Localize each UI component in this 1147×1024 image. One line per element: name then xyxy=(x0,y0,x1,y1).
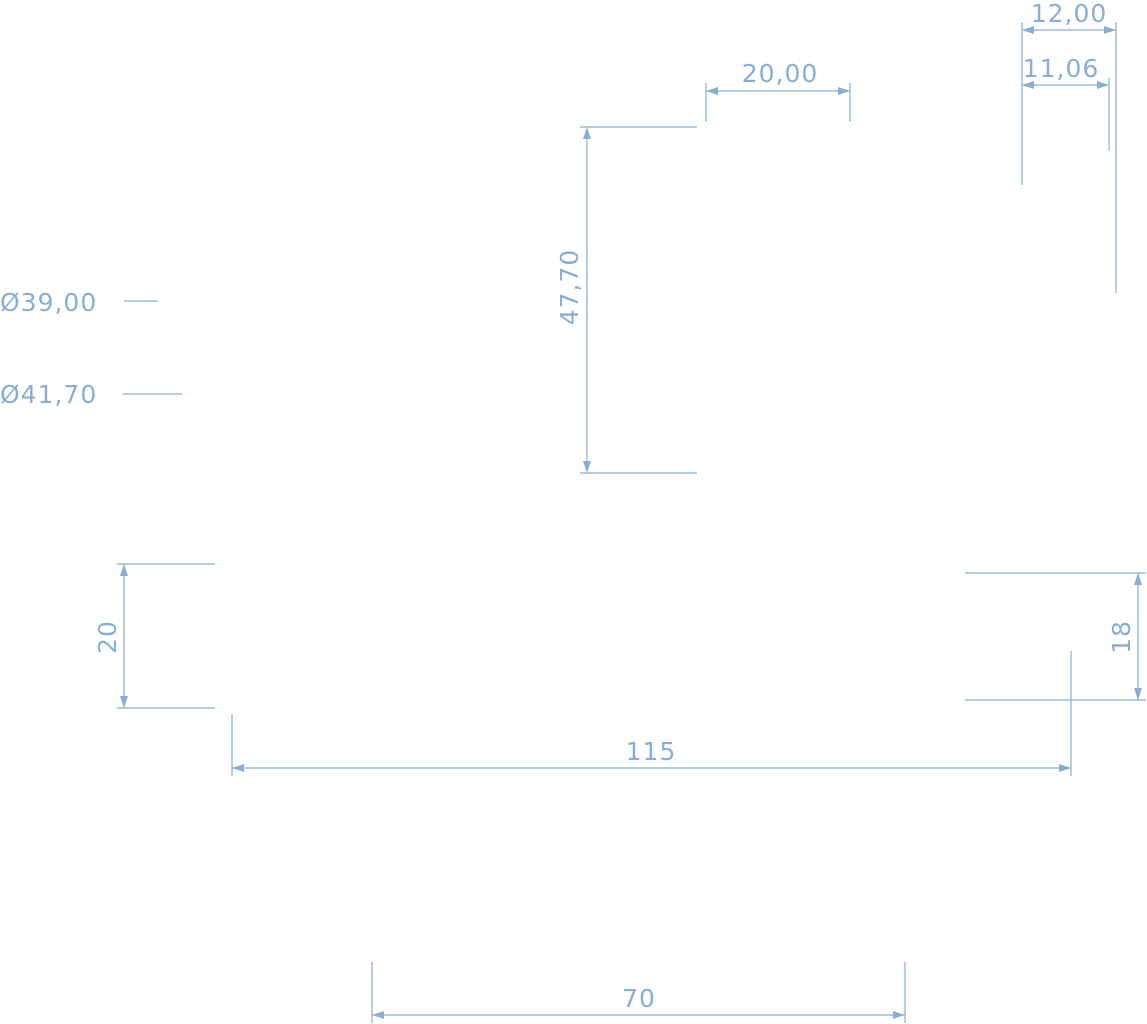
arrowhead xyxy=(1104,26,1116,34)
dimension-label: 20 xyxy=(93,620,122,654)
arrowhead xyxy=(1022,26,1034,34)
arrowhead xyxy=(838,87,850,95)
dimension-20: 20 xyxy=(93,563,215,709)
arrowhead xyxy=(120,564,128,576)
arrowhead xyxy=(706,87,718,95)
dimension-12-00: 12,00 xyxy=(1021,0,1117,293)
dimension-label: 11,06 xyxy=(1023,54,1100,83)
diameter-label: Ø41,70 xyxy=(0,380,97,409)
dimension-label: 18 xyxy=(1107,620,1136,654)
dimension-label: 115 xyxy=(626,737,677,766)
dimension-11-06: 11,06 xyxy=(1022,54,1110,151)
dimension-20-00: 20,00 xyxy=(705,59,851,122)
arrowhead xyxy=(232,764,244,772)
arrowhead xyxy=(1022,81,1034,89)
dimension-label: 20,00 xyxy=(742,59,819,88)
dimension-label: 47,70 xyxy=(555,249,584,326)
arrowhead xyxy=(1059,764,1071,772)
dimension-47-70: 47,70 xyxy=(555,126,697,474)
dimension-18: 18 xyxy=(965,572,1146,701)
arrowhead xyxy=(120,696,128,708)
diameter-41-70: Ø41,70 xyxy=(0,380,182,409)
arrowhead xyxy=(372,1011,384,1019)
dimension-70: 70 xyxy=(371,962,906,1023)
diameter-39-00: Ø39,00 xyxy=(0,288,158,317)
arrowhead xyxy=(583,461,591,473)
arrowhead xyxy=(1097,81,1109,89)
diameter-label: Ø39,00 xyxy=(0,288,97,317)
dimension-label: 70 xyxy=(622,984,656,1013)
arrowhead xyxy=(1134,573,1142,585)
arrowhead xyxy=(893,1011,905,1019)
dimension-label: 12,00 xyxy=(1031,0,1108,28)
dimension-115: 115 xyxy=(231,651,1072,776)
arrowhead xyxy=(1134,688,1142,700)
arrowhead xyxy=(583,127,591,139)
